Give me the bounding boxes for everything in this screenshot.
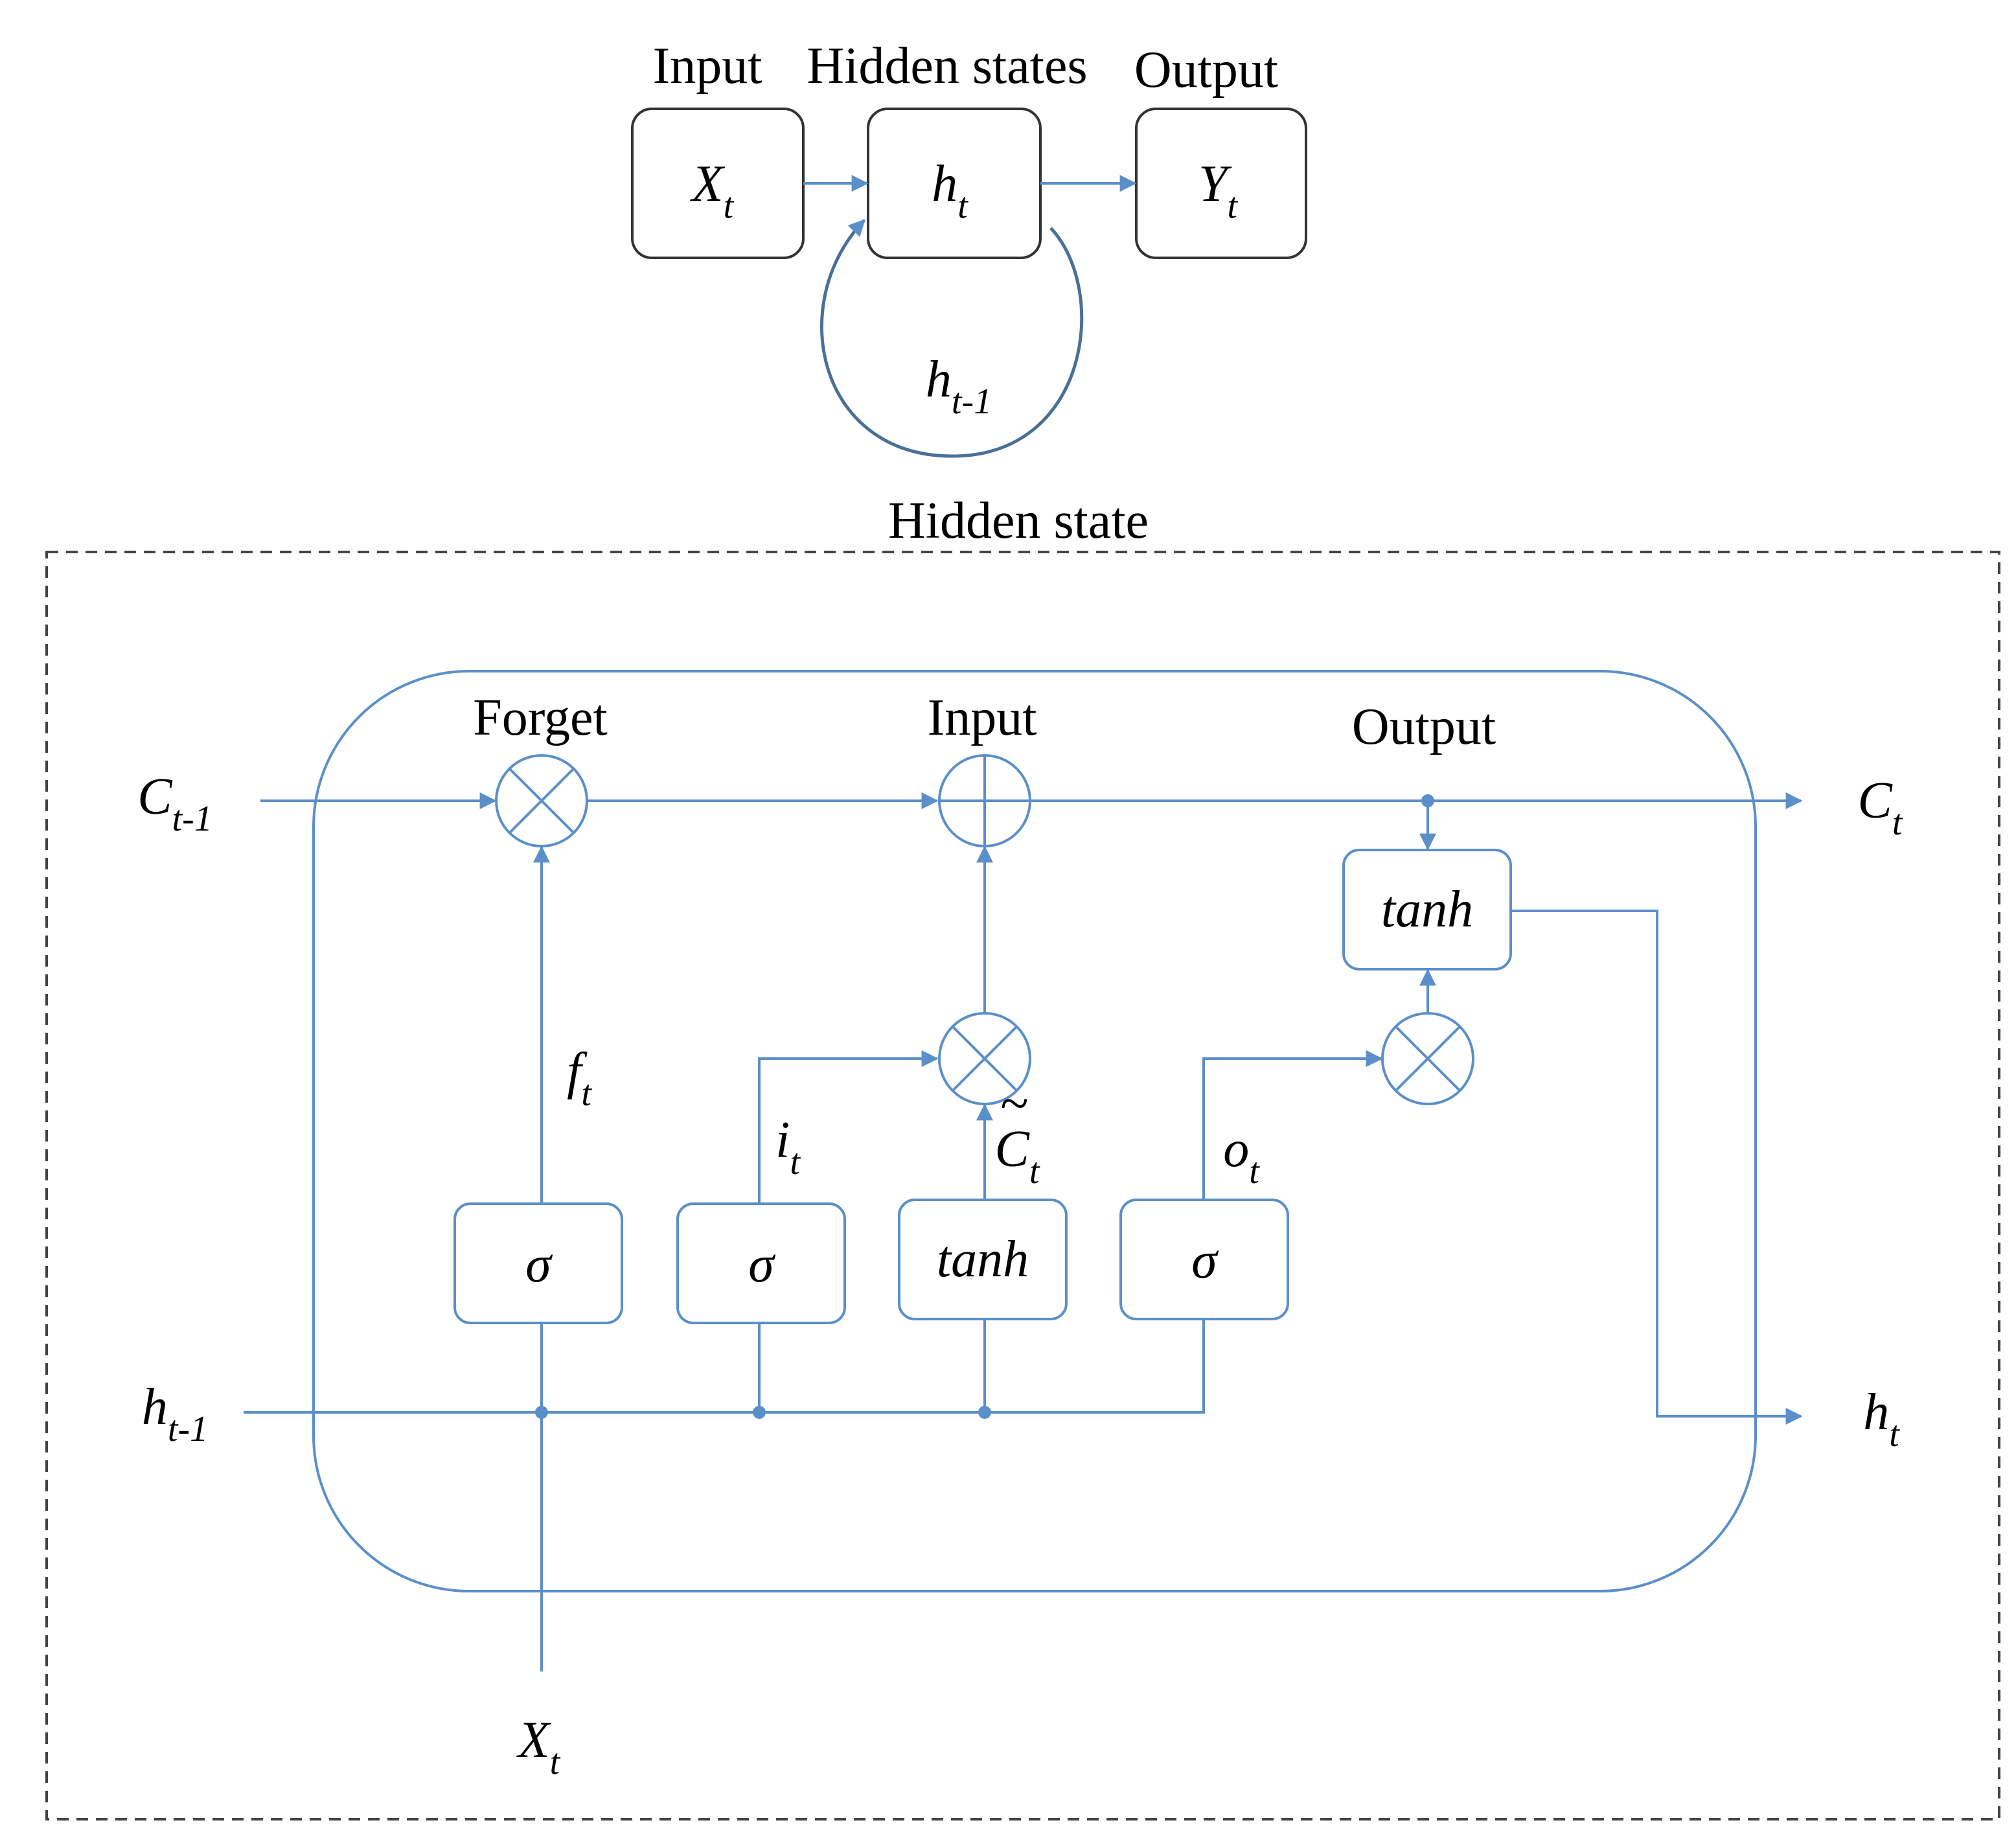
bus-dot-3 bbox=[978, 1406, 991, 1419]
output-gate-label: Output bbox=[1352, 698, 1496, 755]
lstm-dashed-frame bbox=[45, 551, 2000, 1821]
candidate-tanh-box bbox=[898, 1199, 1068, 1320]
input-add-node bbox=[938, 754, 1031, 847]
bus-dot-1 bbox=[535, 1406, 548, 1419]
c-next-label: Ct bbox=[1858, 772, 1903, 843]
rnn-recurrent-loop bbox=[820, 219, 1084, 458]
x-input-label: Xt bbox=[516, 1712, 561, 1782]
h-next-label: ht bbox=[1863, 1384, 1900, 1454]
ft-label: ft bbox=[567, 1043, 592, 1114]
c-prev-label: Ct-1 bbox=[137, 768, 212, 839]
lstm-section: Hidden state Forget Input Output tanh bbox=[45, 492, 2000, 1821]
rnn-input-label: Input bbox=[653, 38, 762, 95]
rnn-h-label: ht bbox=[932, 155, 968, 226]
input-sigma-label: σ bbox=[748, 1236, 775, 1293]
ctilde-accent: ~ bbox=[1000, 1075, 1028, 1132]
rnn-output-label: Output bbox=[1134, 41, 1278, 98]
h-prev-bus bbox=[244, 1319, 1205, 1414]
rnn-loop-label: ht-1 bbox=[926, 351, 992, 422]
rnn-hidden-label: Hidden states bbox=[807, 38, 1087, 95]
output-sigma-label: σ bbox=[1191, 1232, 1219, 1289]
input-sigma-box bbox=[676, 1202, 846, 1324]
output-multiply-node bbox=[1381, 1012, 1474, 1105]
forget-multiply-node bbox=[495, 754, 588, 847]
forget-sigma-label: σ bbox=[525, 1236, 553, 1293]
input-gate-label: Input bbox=[928, 689, 1037, 746]
lstm-cell-boundary bbox=[312, 670, 1757, 1592]
ot-label: ot bbox=[1223, 1121, 1260, 1191]
ctilde-label: Ct bbox=[995, 1121, 1040, 1191]
output-tanh-label: tanh bbox=[1381, 881, 1473, 938]
rnn-x-label: Xt bbox=[690, 155, 735, 226]
forget-sigma-box bbox=[453, 1202, 623, 1324]
it-line bbox=[758, 1050, 939, 1204]
it-label: it bbox=[775, 1112, 801, 1182]
tanh-to-ht-line bbox=[1511, 910, 1803, 1425]
rnn-section: Input Hidden states Output Xt ht Yt ht-1 bbox=[631, 38, 1307, 458]
lstm-title: Hidden state bbox=[888, 492, 1149, 549]
bus-dot-2 bbox=[753, 1406, 766, 1419]
forget-gate-label: Forget bbox=[473, 689, 607, 746]
candidate-tanh-label: tanh bbox=[937, 1231, 1029, 1288]
rnn-y-label: Yt bbox=[1198, 155, 1239, 226]
ot-line bbox=[1202, 1050, 1383, 1200]
h-prev-label: ht-1 bbox=[142, 1379, 208, 1449]
